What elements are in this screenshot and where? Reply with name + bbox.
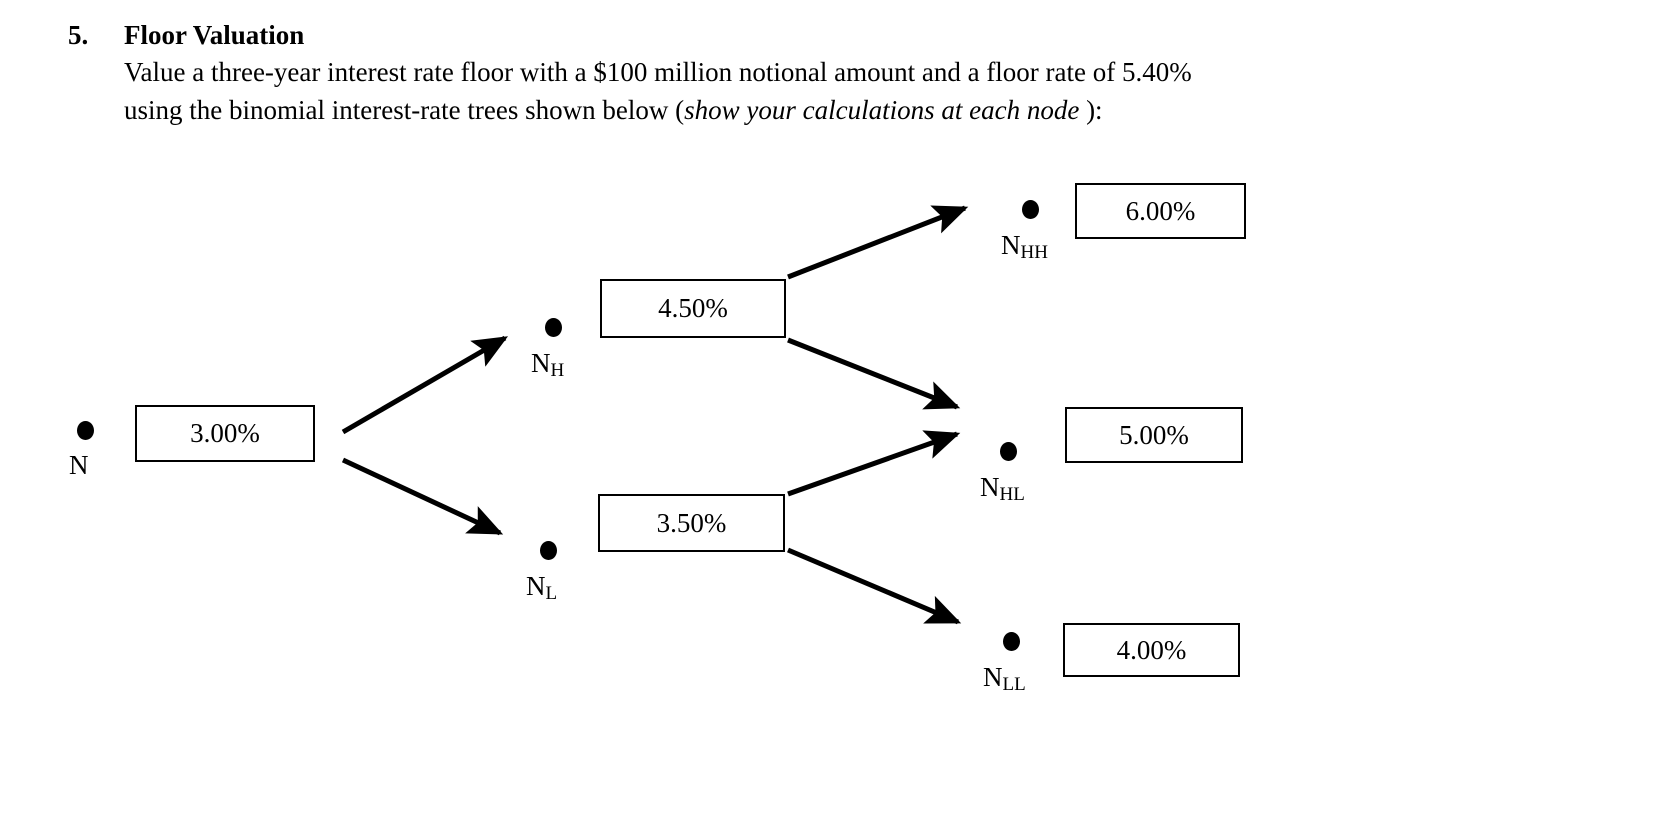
node-label-n: N [69, 452, 89, 479]
node-label-nl-text: N [526, 571, 546, 601]
question-number: 5. [68, 20, 89, 50]
word: Value [124, 56, 186, 87]
node-label-nll-text: N [983, 662, 1003, 692]
rate-box-nh: 4.50% [600, 279, 786, 338]
node-label-nll: NLL [983, 662, 1026, 695]
node-label-nhh-text: N [1001, 230, 1021, 260]
node-label-nhh: NHH [1001, 230, 1048, 263]
node-dot-nhl [1000, 442, 1017, 461]
node-label-nhh-sub: HH [1020, 242, 1048, 263]
node-label-nl: NL [526, 571, 557, 604]
node-dot-n [77, 421, 94, 440]
word: 5.40% [1122, 56, 1192, 87]
word: a [967, 56, 980, 87]
rate-box-nl: 3.50% [598, 494, 785, 552]
edge-nl-to-nll [787, 547, 962, 625]
question-title-row: 5. Floor Valuation [68, 18, 1533, 53]
edge-nh-to-nhl [787, 337, 961, 410]
question-title: Floor Valuation [124, 20, 305, 50]
node-dot-nh [545, 318, 562, 337]
node-label-nh: NH [531, 348, 564, 381]
edge-n-to-nl [341, 457, 504, 536]
word: three-year [210, 56, 321, 87]
node-label-nh-text: N [531, 348, 551, 378]
edge-nl-to-nhl [787, 430, 961, 497]
question-body-line-1: Value a three-year interest rate floor w… [124, 53, 1533, 91]
node-dot-nhh [1022, 200, 1039, 219]
word: rate [1045, 56, 1087, 87]
node-label-n-text: N [69, 450, 89, 480]
word: and [921, 56, 961, 87]
word: interest [327, 56, 407, 87]
edge-nh-to-nhh [787, 205, 969, 280]
word: notional [738, 56, 828, 87]
rate-box-nll: 4.00% [1063, 623, 1240, 677]
rate-box-nhh: 6.00% [1075, 183, 1246, 239]
word: $100 [593, 56, 648, 87]
rate-box-n: 3.00% [135, 405, 315, 462]
rate-value-nll: 4.00% [1116, 634, 1187, 665]
edge-n-to-nh [341, 335, 509, 435]
question-body: Value a three-year interest rate floor w… [124, 53, 1533, 130]
rate-value-nhl: 5.00% [1119, 419, 1189, 450]
rate-value-nh: 4.50% [658, 293, 728, 323]
word: with [519, 56, 568, 87]
word: of [1092, 56, 1116, 87]
node-label-nl-sub: L [545, 583, 558, 604]
word: a [574, 56, 587, 87]
rate-value-n: 3.00% [190, 418, 260, 448]
question-block: 5. Floor Valuation Value a three-year in… [68, 18, 1533, 129]
node-label-nhl: NHL [980, 472, 1025, 505]
question-line2-emphasis: show your calculations at each node [684, 94, 1080, 125]
node-dot-nll [1003, 632, 1020, 651]
question-body-line-2: using the binomial interest-rate trees s… [124, 91, 1533, 129]
word: million [654, 56, 733, 87]
word: amount [834, 56, 916, 87]
rate-value-nhh: 6.00% [1125, 195, 1196, 226]
question-line2-suffix: ): [1079, 94, 1103, 125]
node-label-nhl-sub: HL [999, 484, 1025, 505]
node-label-nll-sub: LL [1002, 674, 1026, 695]
word: rate [413, 56, 454, 87]
rate-value-nl: 3.50% [656, 507, 727, 538]
word: floor [460, 56, 514, 87]
node-dot-nl [540, 541, 557, 560]
node-label-nh-sub: H [550, 360, 565, 381]
word: floor [986, 56, 1039, 87]
question-line2-prefix: using the binomial interest-rate trees s… [124, 94, 685, 125]
word: a [192, 56, 205, 87]
node-label-nhl-text: N [980, 472, 1000, 502]
rate-box-nhl: 5.00% [1065, 407, 1243, 463]
